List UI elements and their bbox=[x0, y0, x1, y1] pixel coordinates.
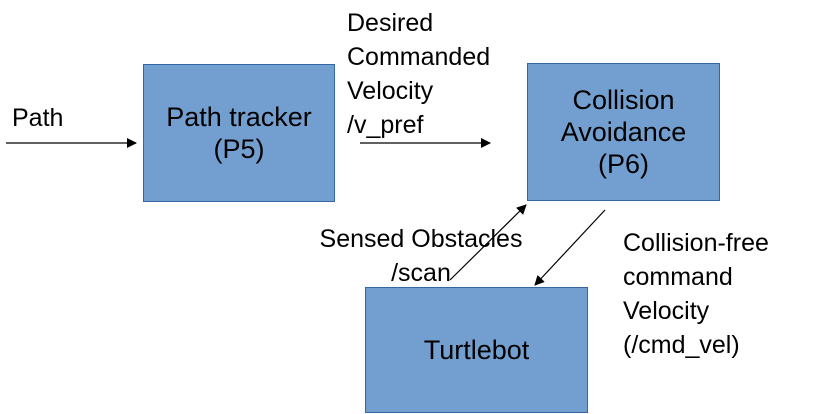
collision-avoidance-box: Collision Avoidance (P6) bbox=[527, 63, 720, 201]
path-tracker-id: (P5) bbox=[213, 134, 265, 164]
turtlebot-box: Turtlebot bbox=[365, 287, 588, 413]
collision-avoidance-title-line1: Collision bbox=[572, 85, 675, 115]
turtlebot-title: Turtlebot bbox=[423, 335, 530, 365]
path-tracker-title: Path tracker bbox=[166, 102, 312, 132]
path-tracker-box: Path tracker (P5) bbox=[143, 64, 335, 202]
arrow-collision-avoidance-to-turtlebot bbox=[534, 209, 606, 286]
desired-velocity-label: Desired Commanded Velocity /v_pref bbox=[347, 9, 491, 139]
cmd-vel-label: Collision-free command Velocity (/cmd_ve… bbox=[623, 229, 769, 359]
collision-avoidance-id: (P6) bbox=[597, 149, 649, 179]
path-input-label: Path bbox=[12, 104, 64, 132]
collision-avoidance-title-line2: Avoidance bbox=[560, 117, 687, 147]
sensed-obstacles-label: Sensed Obstacles /scan bbox=[319, 225, 523, 287]
arrow-turtlebot-to-collision-avoidance bbox=[449, 204, 527, 281]
